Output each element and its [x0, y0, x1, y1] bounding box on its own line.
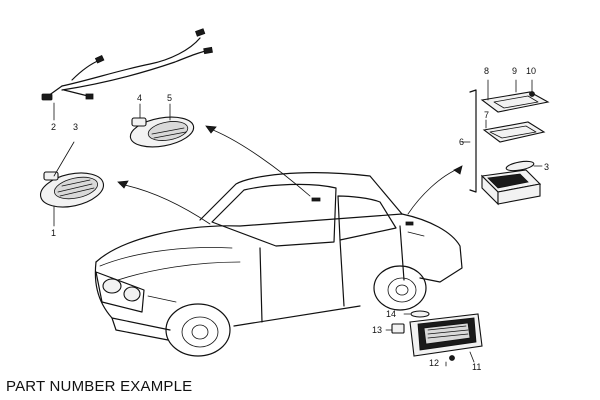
car-illustration: [94, 172, 463, 357]
callout-3-left: 3: [73, 122, 78, 132]
interior-lamp-upper: [129, 103, 195, 148]
callout-10: 10: [526, 66, 536, 76]
callout-5: 5: [167, 93, 172, 103]
callout-2: 2: [51, 122, 56, 132]
callout-labels: 1 2 3 3 4 5 6 7 8 9 10 11 12 13 14: [51, 66, 549, 372]
interior-lamp-left: [39, 141, 105, 227]
callout-12: 12: [429, 358, 439, 368]
callout-6: 6: [459, 137, 464, 147]
callout-8: 8: [484, 66, 489, 76]
callout-1: 1: [51, 228, 56, 238]
callout-9: 9: [512, 66, 517, 76]
leader-lines: [117, 125, 463, 225]
callout-14: 14: [386, 309, 396, 319]
lamp-assembly-right: [461, 79, 550, 206]
callout-11: 11: [472, 362, 481, 372]
callout-7: 7: [484, 110, 489, 120]
callout-4: 4: [137, 93, 142, 103]
number-plate-lamp: [385, 310, 483, 367]
callout-3-right: 3: [544, 162, 549, 172]
wiring-harness: [41, 28, 213, 121]
caption-text: PART NUMBER EXAMPLE: [6, 378, 193, 395]
callout-13: 13: [372, 325, 382, 335]
